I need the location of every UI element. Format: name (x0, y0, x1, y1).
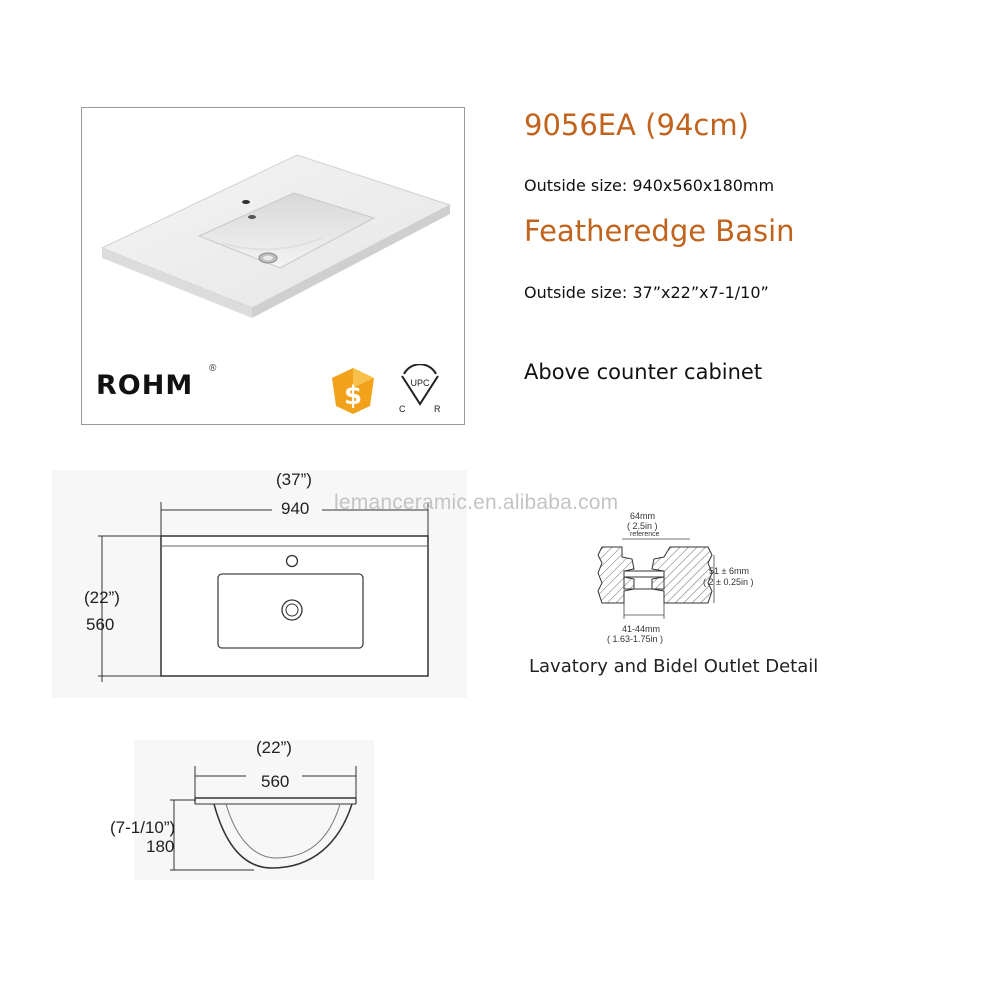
side-height-inch: (7-1/10”) (110, 818, 176, 837)
side-width-mm: 560 (261, 772, 290, 791)
upc-c-text: C (399, 404, 406, 414)
product-name: Featheredge Basin (524, 214, 795, 248)
top-depth-mm: 560 (86, 615, 115, 634)
brand-logo: ROHM (96, 370, 194, 401)
top-view-drawing (52, 470, 467, 698)
upc-r-text: R (434, 404, 441, 414)
model-title: 9056EA (94cm) (524, 108, 749, 142)
outlet-bottom-mm: 41-44mm (622, 624, 661, 634)
outlet-right-inch: ( 2 ± 0.25in ) (703, 577, 754, 587)
install-type: Above counter cabinet (524, 360, 763, 384)
upc-cert-icon: UPC C R (399, 364, 441, 414)
side-width-inch: (22”) (256, 738, 292, 757)
outlet-detail-caption: Lavatory and Bidel Outlet Detail (529, 656, 819, 677)
outlet-detail-drawing (597, 538, 715, 619)
top-width-mm: 940 (281, 499, 310, 518)
outside-size-inch: Outside size: 37”x22”x7-1/10” (524, 283, 769, 302)
basin-illustration (100, 154, 452, 318)
svg-text:$: $ (344, 381, 362, 411)
outlet-reference: reference (630, 531, 660, 538)
watermark: lemanceramic.en.alibaba.com (334, 491, 619, 514)
outlet-top-mm: 64mm (630, 511, 656, 521)
outside-size-mm: Outside size: 940x560x180mm (524, 176, 775, 195)
outlet-top-inch: ( 2.5in ) (627, 521, 658, 531)
side-view-drawing (134, 740, 374, 880)
dollar-shield-icon: $ (332, 368, 374, 414)
top-width-inch: (37”) (276, 470, 312, 489)
registered-mark: ® (209, 363, 217, 374)
outlet-bottom-inch: ( 1.63-1.75in ) (607, 634, 664, 644)
side-height-mm: 180 (146, 837, 175, 856)
top-depth-inch: (22”) (84, 588, 120, 607)
outlet-right-mm: 51 ± 6mm (709, 566, 749, 576)
upc-text: UPC (410, 378, 430, 388)
product-photo: ROHM ® $ UPC C R (81, 107, 465, 425)
